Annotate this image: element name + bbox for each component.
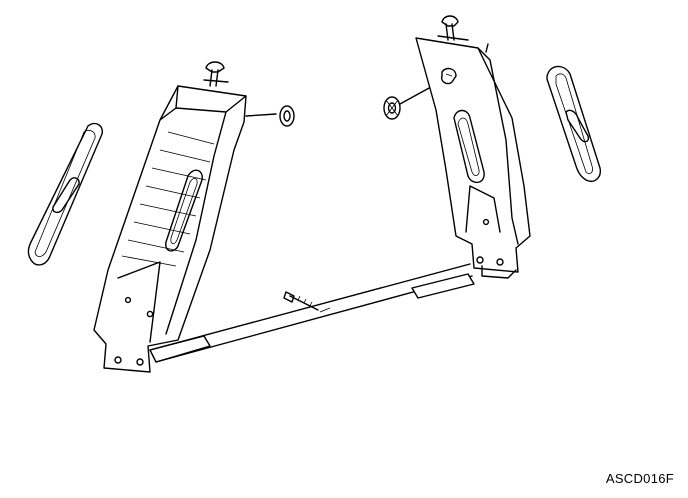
screw	[283, 291, 319, 311]
left-clip	[245, 105, 295, 127]
left-pillar-trim	[93, 61, 247, 373]
reference-code-label: ASCD016F	[605, 471, 674, 486]
right-cover-plate	[546, 65, 601, 182]
left-cover-plate	[27, 122, 103, 266]
connecting-rail	[149, 263, 475, 363]
right-pillar-trim	[415, 15, 531, 279]
